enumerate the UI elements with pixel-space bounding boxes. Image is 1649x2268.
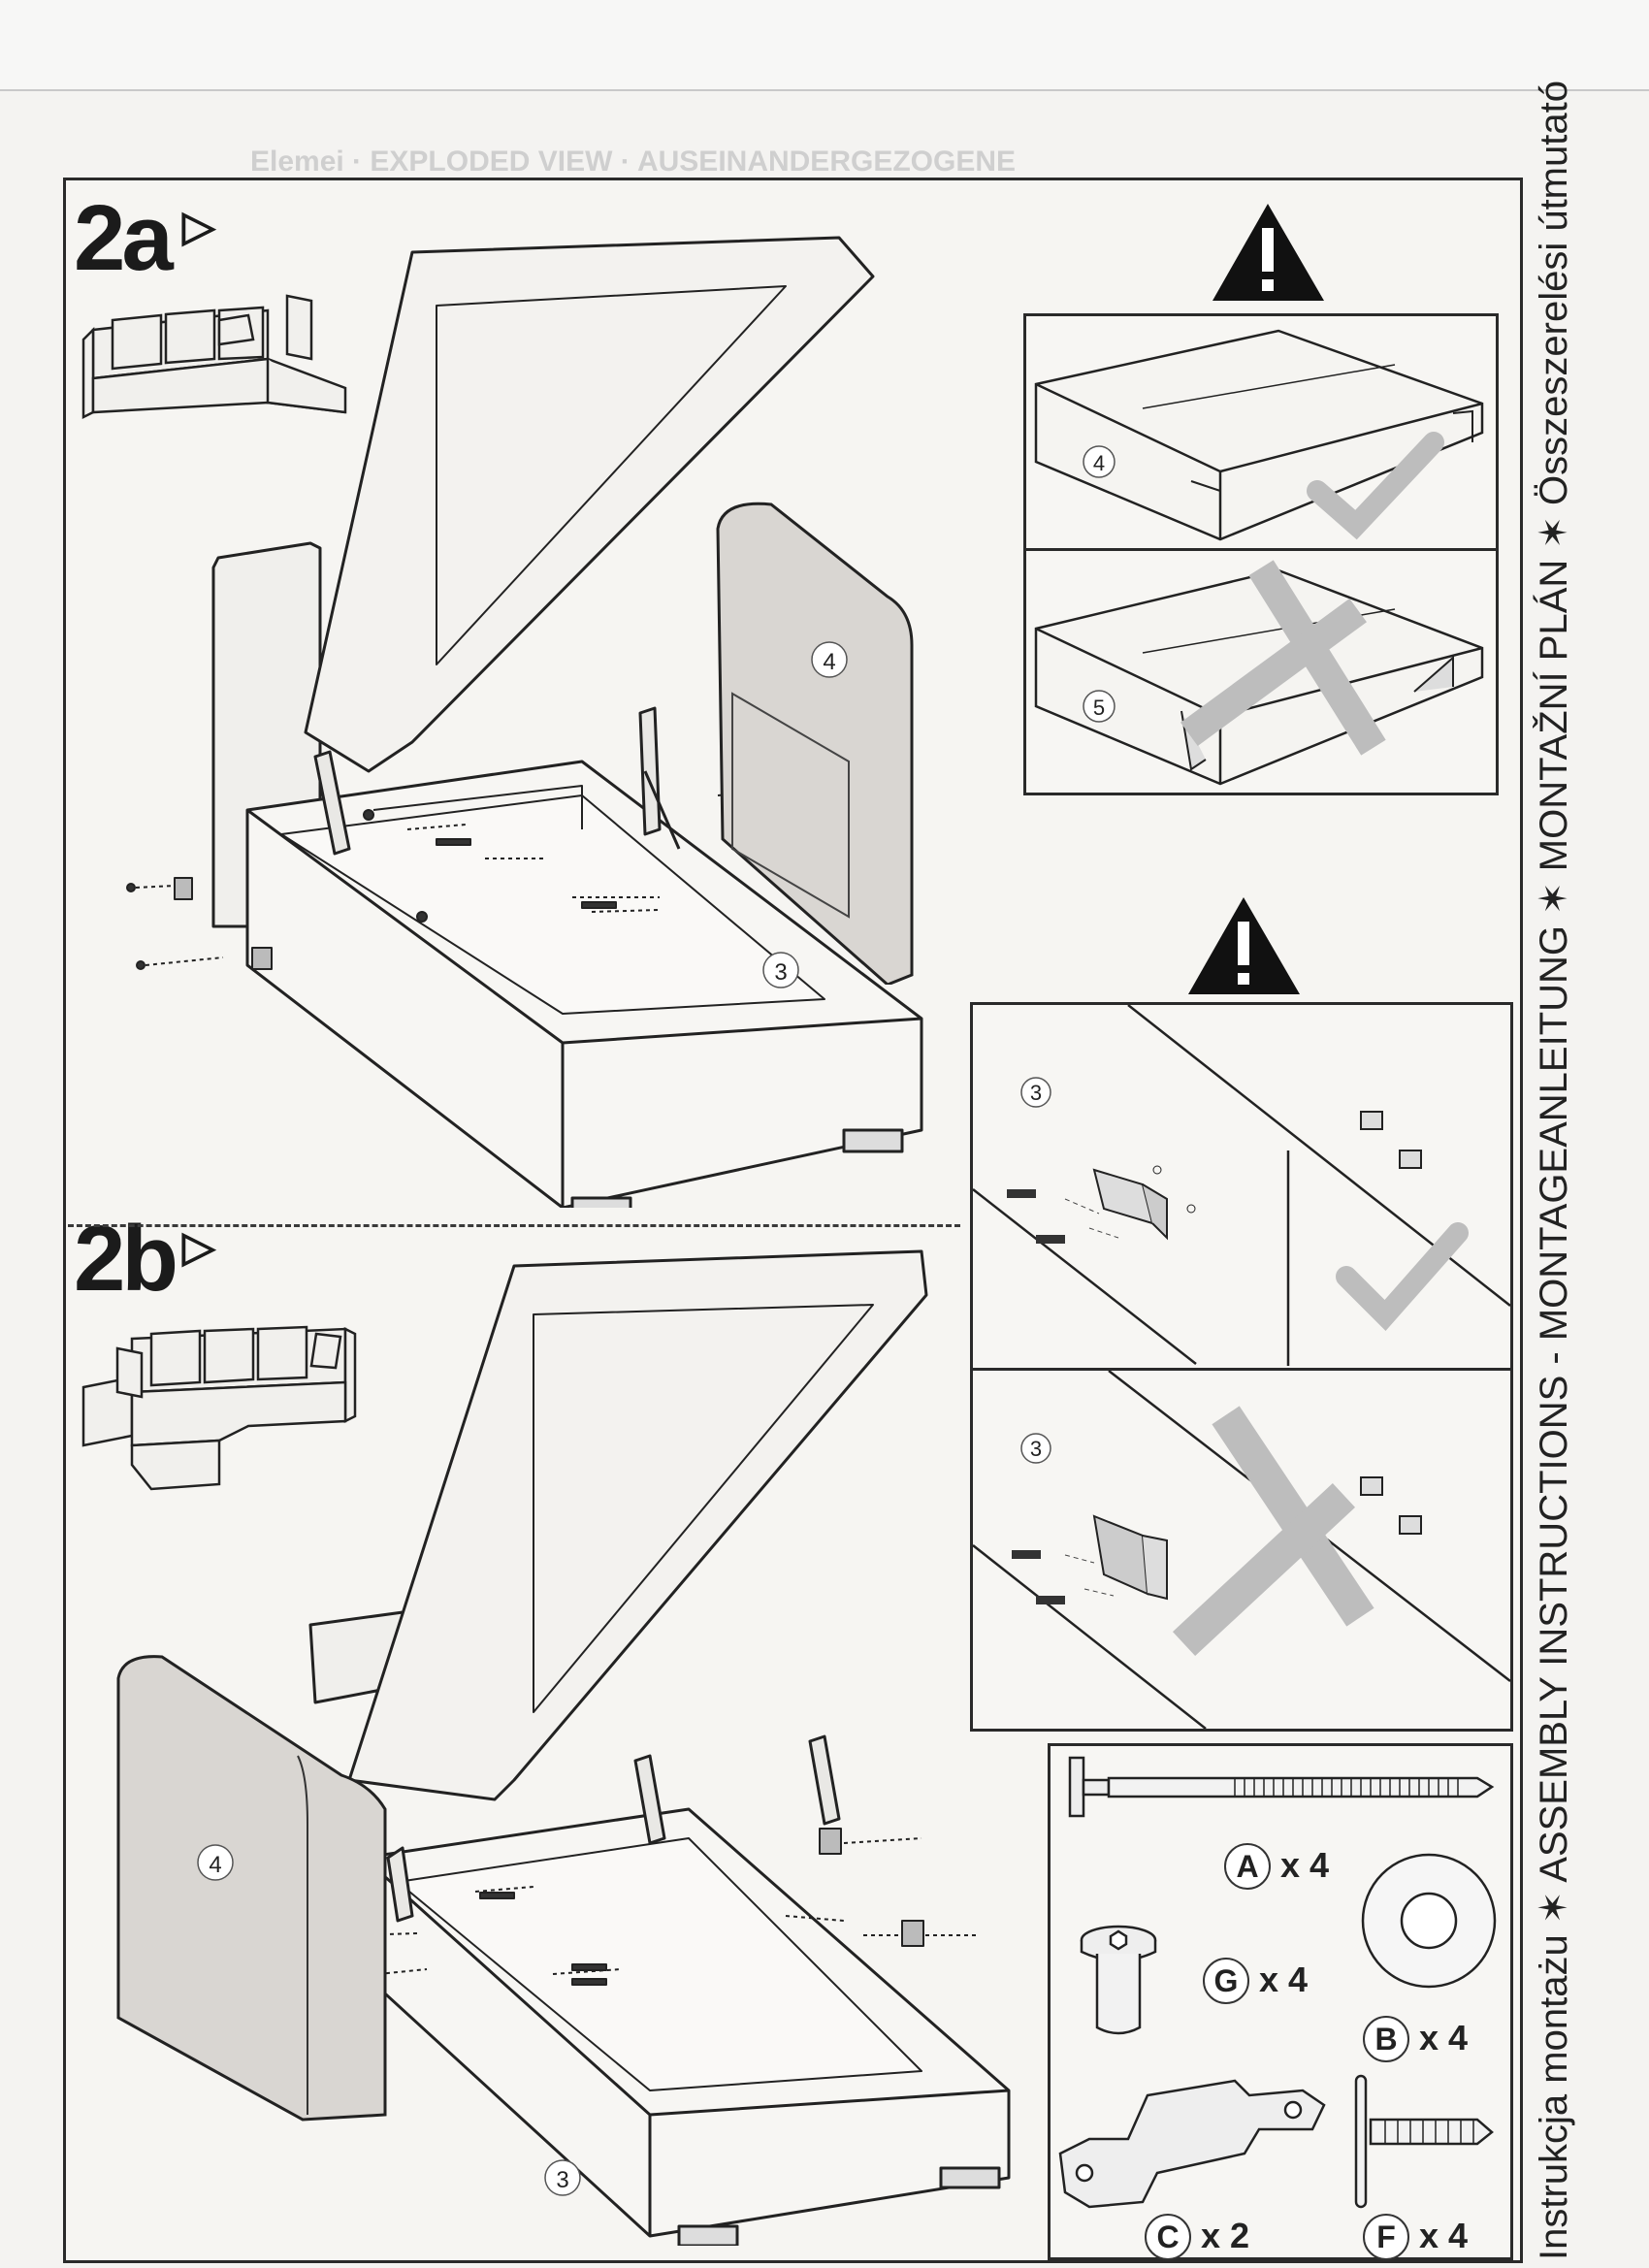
side-title-vertical: Instrukcja montażu ✶ ASSEMBLY INSTRUCTIO… [1533, 81, 1575, 2260]
step-2b-arrow-icon: ▷ [182, 1223, 215, 1271]
hardware-letter-C: C [1145, 2214, 1191, 2260]
part-number-5: 5 [1093, 696, 1105, 720]
section-divider [68, 1224, 960, 1227]
hardware-letter-F: F [1363, 2214, 1409, 2260]
hardware-qty-G: x 4 [1259, 1960, 1309, 1999]
hardware-qty-C: x 2 [1201, 2216, 1250, 2255]
sofa-chaise-right-icon [81, 294, 347, 420]
check-mark-icon [1307, 432, 1444, 540]
wrong-orientation-drawing: 5 [1034, 560, 1484, 786]
warning-triangle-icon [1188, 897, 1300, 994]
side-panel-4-2b: 4 [116, 1655, 387, 2122]
step-2b-label: 2b [74, 1207, 178, 1311]
hardware-letter-G: G [1203, 1958, 1249, 2004]
part-number-4: 4 [209, 1852, 221, 1878]
hardware-qty-B: x 4 [1419, 2018, 1469, 2057]
correct-orientation-drawing: 4 [1034, 329, 1484, 541]
warning-triangle-icon [1212, 204, 1324, 301]
part-number-3: 3 [774, 959, 787, 986]
bleed-through-text: Elemei · EXPLODED VIEW · AUSEINANDERGEZO… [250, 146, 1017, 178]
cross-mark-icon [1172, 1406, 1374, 1657]
part-number-3: 3 [1030, 1081, 1042, 1105]
step-2a-label: 2a [74, 186, 174, 290]
bracket-wrong-drawing: 3 [973, 1371, 1510, 1729]
page-top-margin [0, 0, 1649, 91]
part-number-4: 4 [823, 649, 835, 675]
hardware-letter-B: B [1363, 2016, 1409, 2062]
step-2b-drawing: 3 [308, 1249, 1011, 2246]
side-panel-4-2a: 4 [716, 502, 914, 985]
panel-separator [970, 1368, 1513, 1371]
hardware-drawings [1058, 1756, 1497, 2209]
step-2a-drawing: 3 [126, 236, 923, 1208]
panel-separator [1023, 548, 1499, 551]
check-mark-icon [1336, 1222, 1469, 1332]
hardware-letter-A: A [1224, 1843, 1271, 1890]
part-number-3: 3 [556, 2167, 568, 2193]
hardware-qty-A: x 4 [1280, 1845, 1330, 1885]
part-number-4: 4 [1093, 451, 1105, 475]
step-2a-arrow-icon: ▷ [182, 203, 215, 250]
sofa-chaise-left-icon [81, 1325, 357, 1491]
cross-mark-icon [1180, 560, 1386, 756]
part-number-3: 3 [1030, 1437, 1042, 1461]
hardware-qty-F: x 4 [1419, 2216, 1469, 2255]
bracket-correct-drawing: 3 [973, 1005, 1510, 1366]
